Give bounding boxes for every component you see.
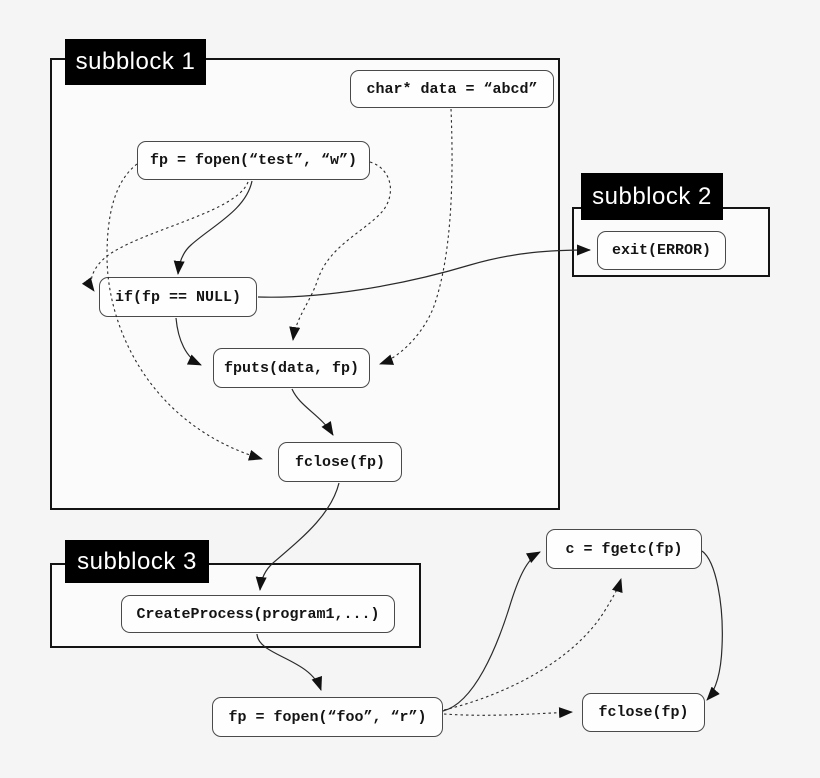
edge-char-data-to-fputs-dotted — [379, 108, 453, 365]
subblock-3-label: subblock 3 — [65, 540, 209, 583]
node-fputs: fputs(data, fp) — [213, 348, 370, 388]
node-create-process: CreateProcess(program1,...) — [121, 595, 395, 633]
edge-create-process-to-fopen-foo — [256, 633, 322, 691]
node-if-null: if(fp == NULL) — [99, 277, 257, 317]
edge-if-null-to-fputs — [175, 317, 202, 366]
subblock-1-label: subblock 1 — [65, 39, 206, 85]
node-fopen-foo: fp = fopen(“foo”, “r”) — [212, 697, 443, 737]
edge-fopen-foo-to-fclose-2-dotted — [443, 707, 573, 719]
node-fopen-test: fp = fopen(“test”, “w”) — [137, 141, 370, 180]
edge-if-null-to-exit-error — [257, 244, 591, 298]
edge-fgetc-to-fclose-2 — [701, 550, 723, 701]
edge-fopen-foo-to-fgetc — [442, 551, 541, 712]
subblock-2-label: subblock 2 — [581, 173, 723, 220]
node-fclose-2: fclose(fp) — [582, 693, 705, 732]
node-fclose-1: fclose(fp) — [278, 442, 402, 482]
edge-fputs-to-fclose-1 — [291, 388, 334, 436]
edge-fopen-test-to-fputs-dotted — [289, 161, 391, 341]
edge-fopen-test-to-if-null-dotted — [81, 181, 249, 292]
edge-fclose-1-to-create-process — [255, 482, 340, 591]
edge-fopen-test-to-if-null-solid — [173, 180, 253, 275]
node-fgetc: c = fgetc(fp) — [546, 529, 702, 569]
node-exit-error: exit(ERROR) — [597, 231, 726, 270]
node-char-data: char* data = “abcd” — [350, 70, 554, 108]
edge-fopen-foo-to-fgetc-dotted — [443, 578, 623, 711]
edge-fopen-test-to-fclose-1-dotted — [106, 163, 263, 461]
